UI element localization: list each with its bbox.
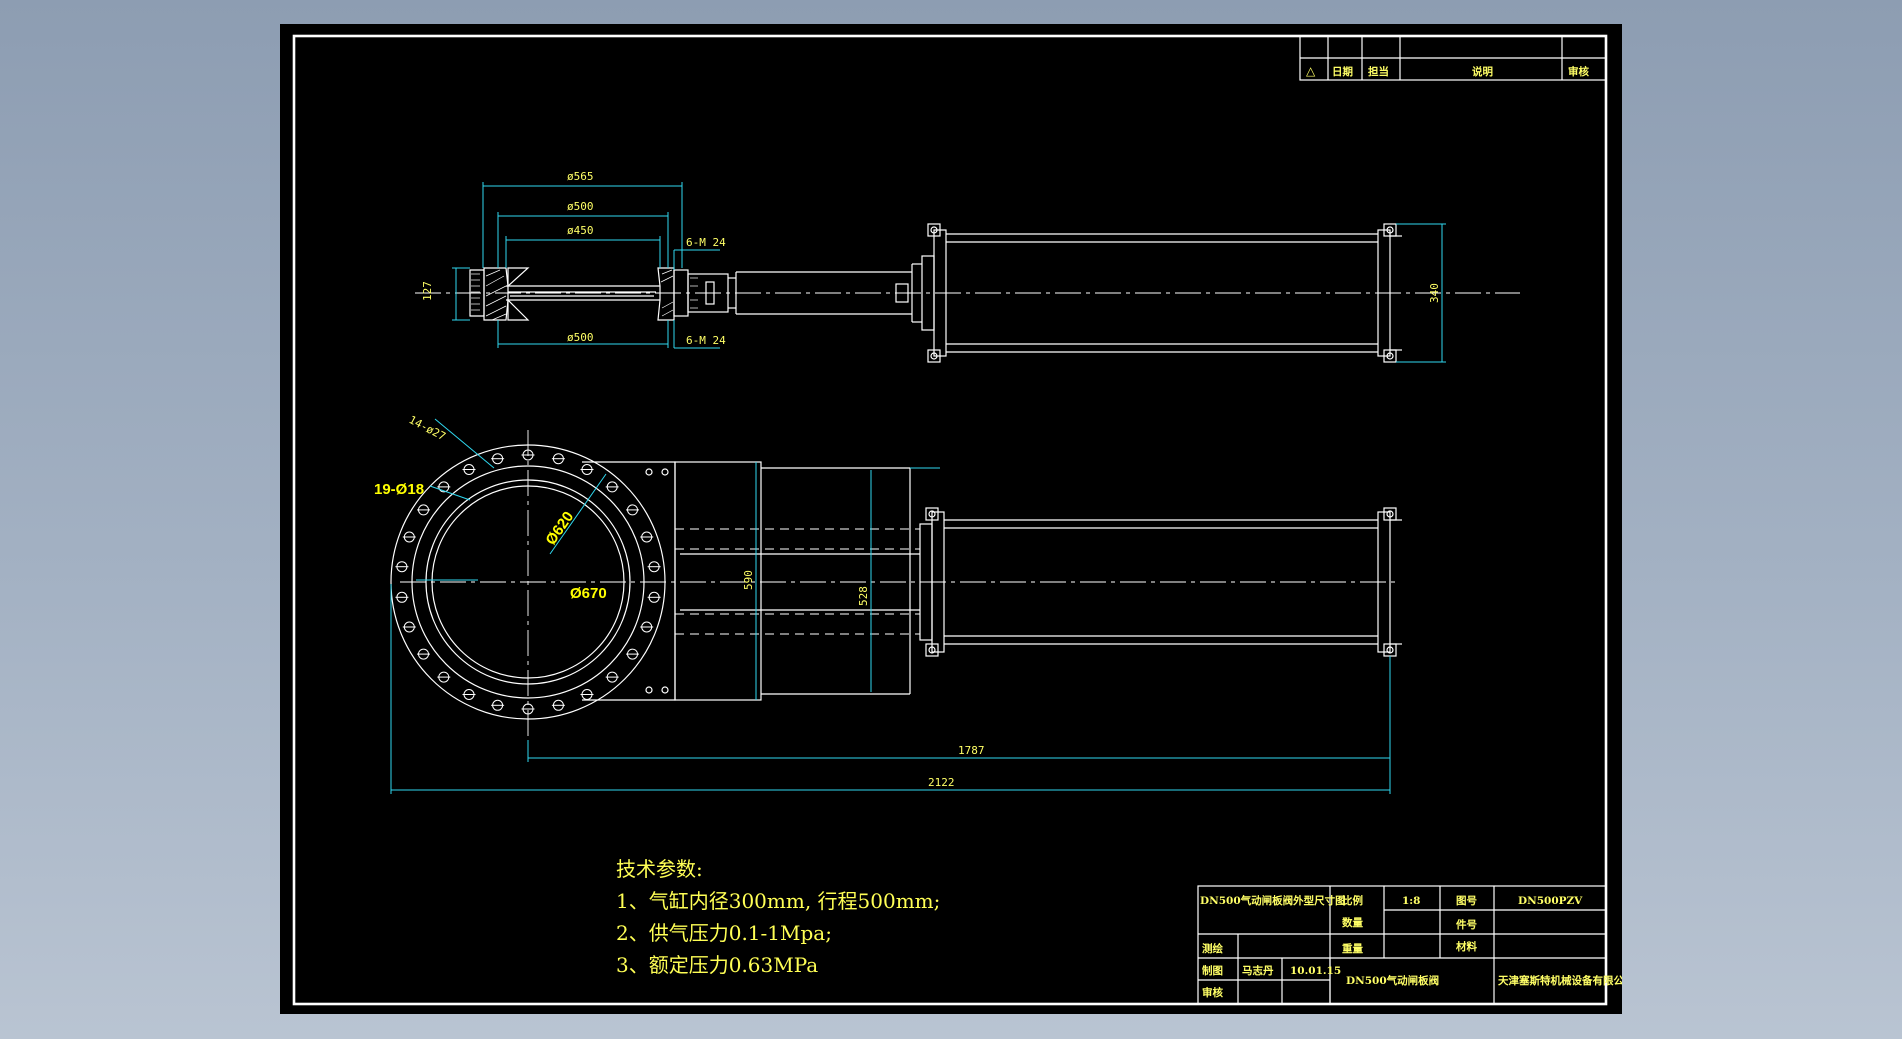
tech-params: 技术参数: 1、气缸内径300mm, 行程500mm; 2、供气压力0.1-1M… (616, 857, 940, 977)
revision-symbol: △ (1306, 64, 1316, 78)
title-drawing-name: DN500气动闸板阀外型尺寸图 (1200, 894, 1346, 907)
drawn-date: 10.01.15 (1290, 965, 1341, 977)
dim-127: 127 (421, 281, 434, 301)
dim-590: 590 (742, 570, 755, 590)
tech-item-3: 3、额定压力0.63MPa (616, 953, 818, 977)
drawn-label: 制图 (1202, 964, 1223, 977)
dim-bolt-bottom: 6-M 24 (686, 334, 726, 347)
scale-label: 比例 (1342, 894, 1363, 907)
dim-d450: ø450 (567, 224, 594, 237)
label-14-holes: 14-ø27 (407, 413, 448, 443)
survey-label: 测绘 (1202, 942, 1224, 955)
company-name: 天津塞斯特机械设备有限公司 (1498, 974, 1622, 987)
revision-header-review: 审核 (1568, 65, 1590, 78)
top-view: 127 ø565 ø500 ø450 ø500 6-M 24 6-M 24 34… (415, 170, 1520, 363)
drawing-sheet: △ 日期 担当 说明 审核 (280, 24, 1622, 1014)
check-label: 审核 (1202, 986, 1224, 999)
dim-d500-bottom: ø500 (567, 331, 594, 344)
drawing-no-label: 图号 (1456, 895, 1477, 907)
dim-528: 528 (857, 586, 870, 606)
dim-1787: 1787 (958, 744, 985, 757)
cad-drawing: △ 日期 担当 说明 审核 (292, 34, 1622, 1006)
title-block: DN500气动闸板阀外型尺寸图 比例 1:8 图号 DN500PZV 数量 件号… (1197, 885, 1622, 1005)
revision-header-owner: 担当 (1368, 65, 1389, 78)
dim-bolt-top: 6-M 24 (686, 236, 726, 249)
drawing-border (292, 34, 1608, 1006)
material-label: 材料 (1455, 940, 1478, 953)
tech-item-2: 2、供气压力0.1-1Mpa; (616, 921, 832, 945)
dim-d500-top: ø500 (567, 200, 594, 213)
product-name: DN500气动闸板阀 (1346, 974, 1439, 987)
dim-340: 340 (1428, 283, 1441, 303)
revision-header-date: 日期 (1332, 65, 1353, 78)
label-d670: Ø670 (570, 585, 607, 602)
tech-heading: 技术参数: (616, 857, 703, 881)
label-d620: Ø620 (542, 508, 577, 548)
front-view: 14-ø27 19-Ø18 Ø670 Ø620 590 528 1787 212… (374, 413, 1402, 794)
tech-item-1: 1、气缸内径300mm, 行程500mm; (616, 889, 940, 913)
part-no-label: 件号 (1456, 918, 1477, 931)
dim-2122: 2122 (928, 776, 955, 789)
weight-label: 重量 (1342, 942, 1364, 955)
label-19-holes: 19-Ø18 (374, 481, 424, 498)
qty-label: 数量 (1341, 916, 1364, 929)
drawing-no-value: DN500PZV (1518, 895, 1583, 907)
bolt-holes (395, 449, 661, 715)
revision-header-note: 说明 (1472, 65, 1493, 78)
drawn-by: 马志丹 (1242, 964, 1274, 977)
revision-table: △ 日期 担当 说明 审核 (1299, 35, 1607, 81)
scale-value: 1:8 (1402, 895, 1421, 907)
dim-d565: ø565 (567, 170, 594, 183)
